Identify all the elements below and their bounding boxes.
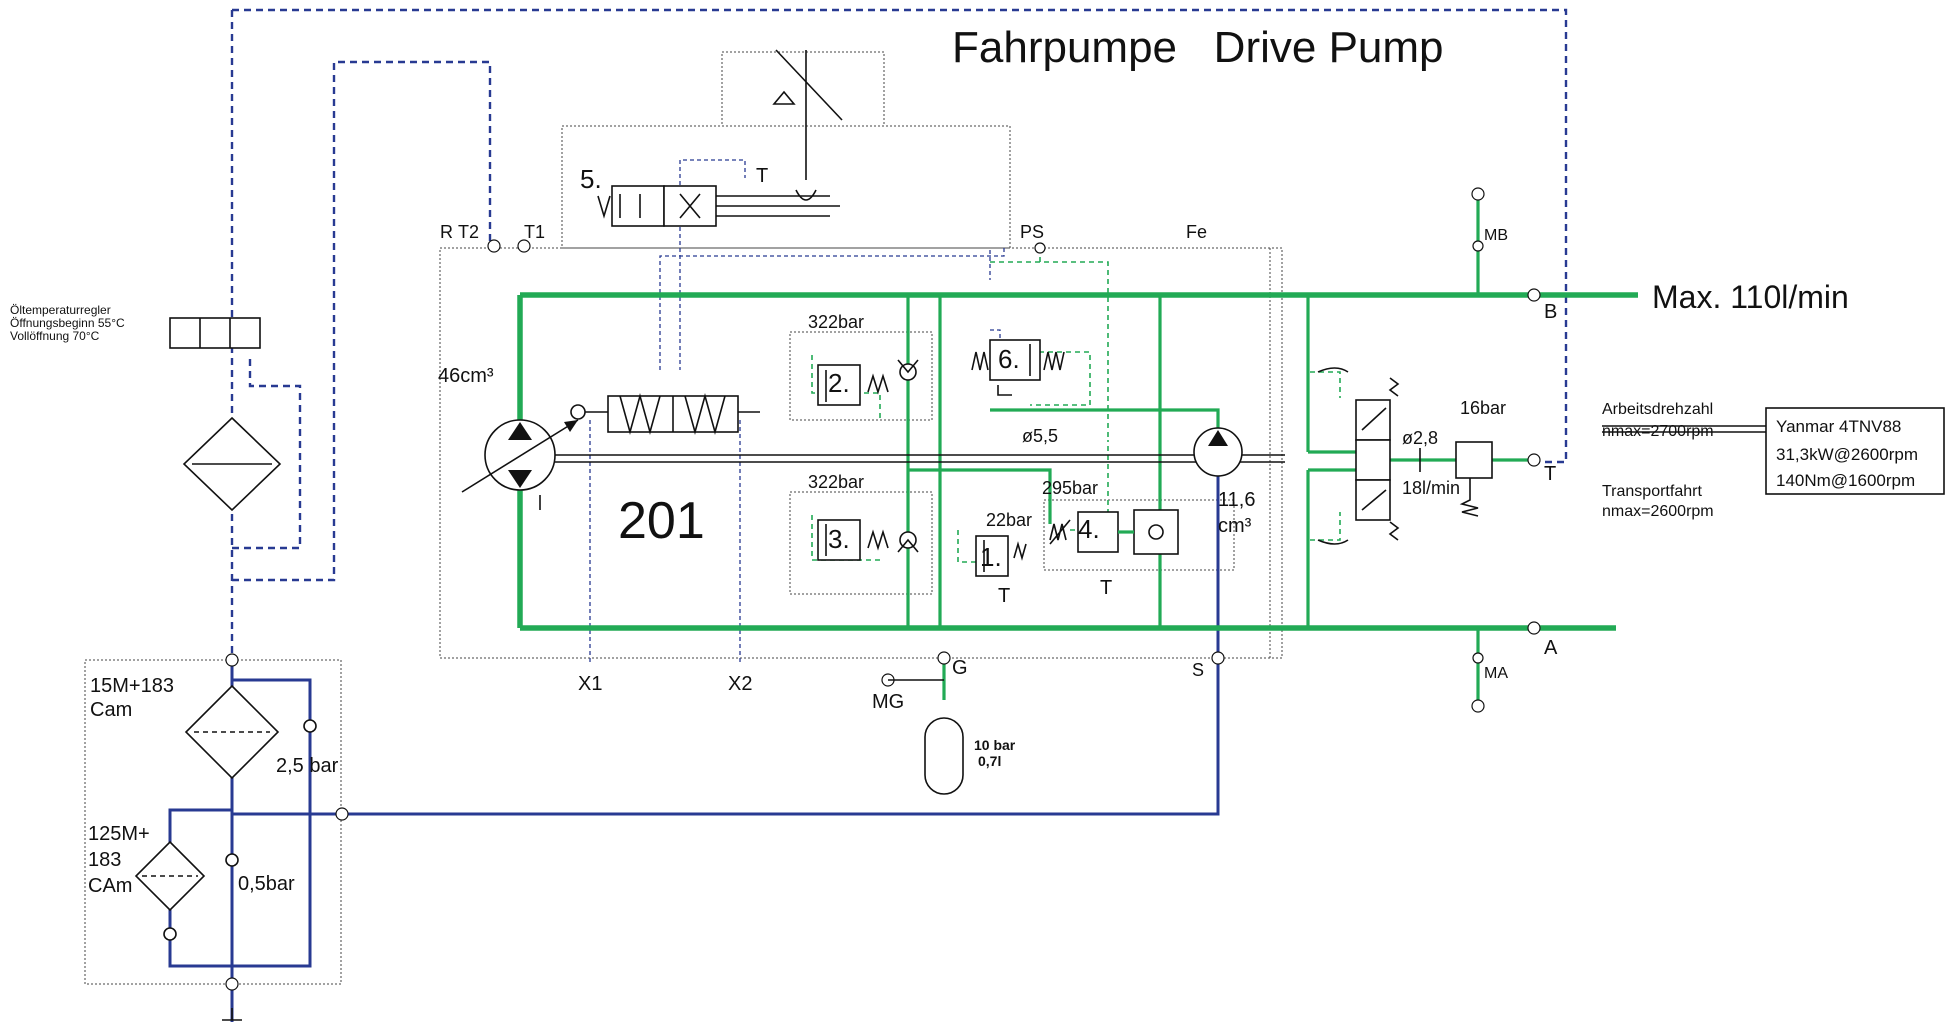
cutoff-valve-mid [1355, 439, 1391, 481]
engine-box [1765, 407, 1945, 495]
charge-displacement-value: 11,6 [1218, 489, 1255, 511]
diagram-title: Fahrpumpe Drive Pump [952, 23, 1444, 72]
charge-pump-symbol [1193, 427, 1243, 477]
valve-1-label: 1. [980, 542, 1002, 572]
engine-power: 31,3kW@2600rpm [1776, 445, 1918, 464]
orifice-b: ø2,8 [1402, 428, 1438, 448]
port-S: S [1192, 660, 1204, 680]
pressure-cutoff-box [1043, 499, 1235, 571]
work-speed-rpm: nmax=2700rpm [1602, 423, 1714, 440]
valve-1-pressure: 22bar [986, 510, 1032, 530]
port-A: A [1544, 637, 1558, 659]
port-X1: X1 [578, 673, 602, 695]
oil-temp-full: Vollöffnung 70°C [10, 329, 100, 343]
valve-3-pressure: 322bar [808, 472, 864, 492]
flow-label: Max. 110l/min [1652, 279, 1849, 315]
case-drain-line [232, 8, 1568, 464]
filter-1-spec: 15M+183 [90, 675, 174, 697]
orifice-a: ø5,5 [1022, 426, 1058, 446]
engine-torque: 140Nm@1600rpm [1776, 471, 1915, 490]
accumulator-volume: 0,7l [978, 753, 1001, 769]
accumulator [924, 717, 964, 795]
valve-1 [975, 535, 1009, 577]
filter-2-spec-2: 183 [88, 849, 121, 871]
displacement-main: 46cm³ [438, 365, 494, 387]
thermostat-valve [169, 317, 261, 349]
port-X2: X2 [728, 673, 752, 695]
valve-4-tank: T [1100, 577, 1112, 599]
port-T1: T1 [524, 222, 545, 242]
relief-box-2 [789, 331, 933, 421]
port-G: G [952, 657, 968, 679]
valve-5-label: 5. [580, 164, 602, 194]
port-T2: T2 [458, 222, 479, 242]
port-R: R [440, 222, 453, 242]
filter-2-spec: 125M+ [88, 823, 150, 845]
valve-4 [1077, 511, 1119, 553]
accumulator-pressure: 10 bar [974, 737, 1016, 753]
valve-1-tank: T [998, 585, 1010, 607]
filter-1-bypass: 2,5 bar [276, 755, 339, 777]
port-MG: MG [872, 691, 904, 713]
small-flow: 18l/min [1402, 478, 1460, 498]
valve-3-label: 3. [828, 524, 850, 554]
port-T: T [1544, 463, 1556, 485]
oil-temp-title: Öltemperaturregler [10, 303, 111, 317]
charge-displacement-unit: cm³ [1218, 515, 1252, 537]
valve-6-label: 6. [998, 344, 1020, 374]
pedal-box [721, 51, 885, 127]
port-MB: MB [1484, 227, 1508, 244]
valve-4-label: 4. [1078, 514, 1100, 544]
port-B: B [1544, 301, 1557, 323]
filter-1-type: Cam [90, 699, 132, 721]
engine-model: Yanmar 4TNV88 [1776, 417, 1901, 436]
relief-16bar [1455, 441, 1493, 479]
valve-4-pressure: 295bar [1042, 478, 1098, 498]
filter-2-bypass: 0,5bar [238, 873, 295, 895]
port-MA: MA [1484, 665, 1508, 682]
valve-2 [817, 364, 861, 406]
valve-2-pressure: 322bar [808, 312, 864, 332]
transport-speed-rpm: nmax=2600rpm [1602, 503, 1714, 520]
work-speed-label: Arbeitsdrehzahl [1602, 401, 1713, 418]
filter-box [84, 659, 342, 985]
filter-2-type: CAm [88, 875, 132, 897]
valve-3 [817, 519, 861, 561]
relief-box-3 [789, 491, 933, 595]
port-Fe: Fe [1186, 222, 1207, 242]
pump-number: 201 [618, 492, 705, 550]
relief-16bar-label: 16bar [1460, 398, 1506, 418]
oil-temp-start: Öffnungsbeginn 55°C [10, 316, 125, 330]
port-PS: PS [1020, 222, 1044, 242]
valve-6 [989, 339, 1041, 381]
pump-housing-box [439, 247, 1283, 659]
valve-5-tank: T [756, 165, 768, 187]
transport-speed-label: Transportfahrt [1602, 483, 1702, 500]
valve-2-label: 2. [828, 368, 850, 398]
